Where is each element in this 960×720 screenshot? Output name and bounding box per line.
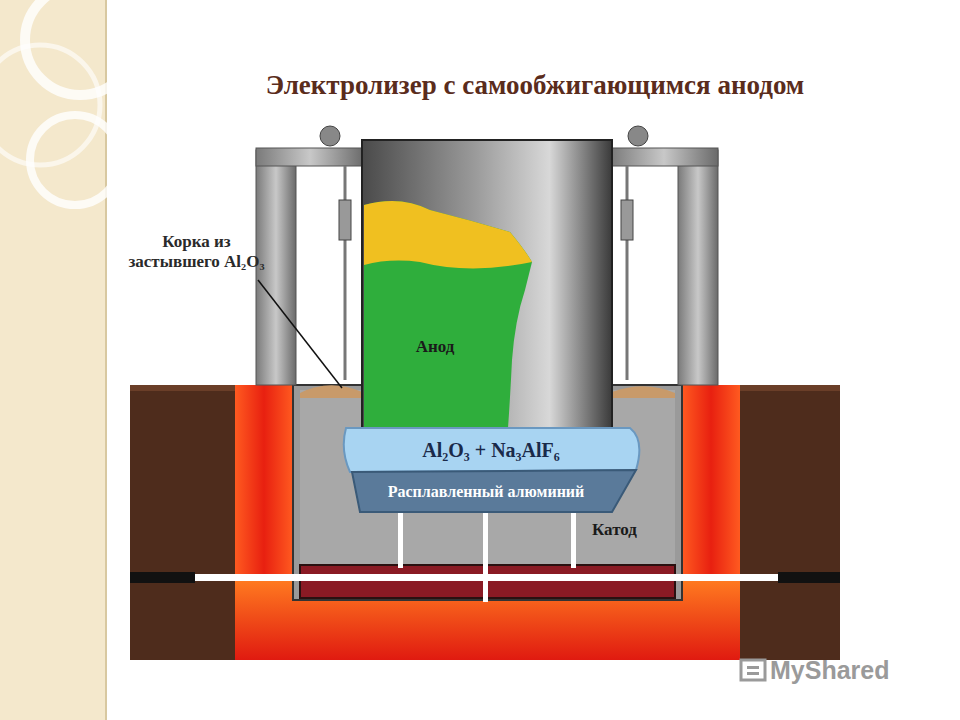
electrolyte-band: Al₂O₃ + Na₃AlF₆ [360, 432, 622, 468]
crust-label: Корка из застывшего Al₂O₃ [124, 232, 269, 273]
node-text: Анод [416, 337, 455, 357]
anode-block: Анод [380, 325, 490, 369]
node-text: Al₂O₃ + Na₃AlF₆ [422, 439, 560, 462]
node-text: Расплавленный алюминий [388, 484, 585, 500]
cathode-label: Катод [592, 520, 637, 540]
aluminium-band: Расплавленный алюминий [368, 473, 604, 511]
diagram-title: Электролизер с самообжигающимся анодом [0, 70, 960, 101]
watermark: MyShared [770, 656, 889, 685]
